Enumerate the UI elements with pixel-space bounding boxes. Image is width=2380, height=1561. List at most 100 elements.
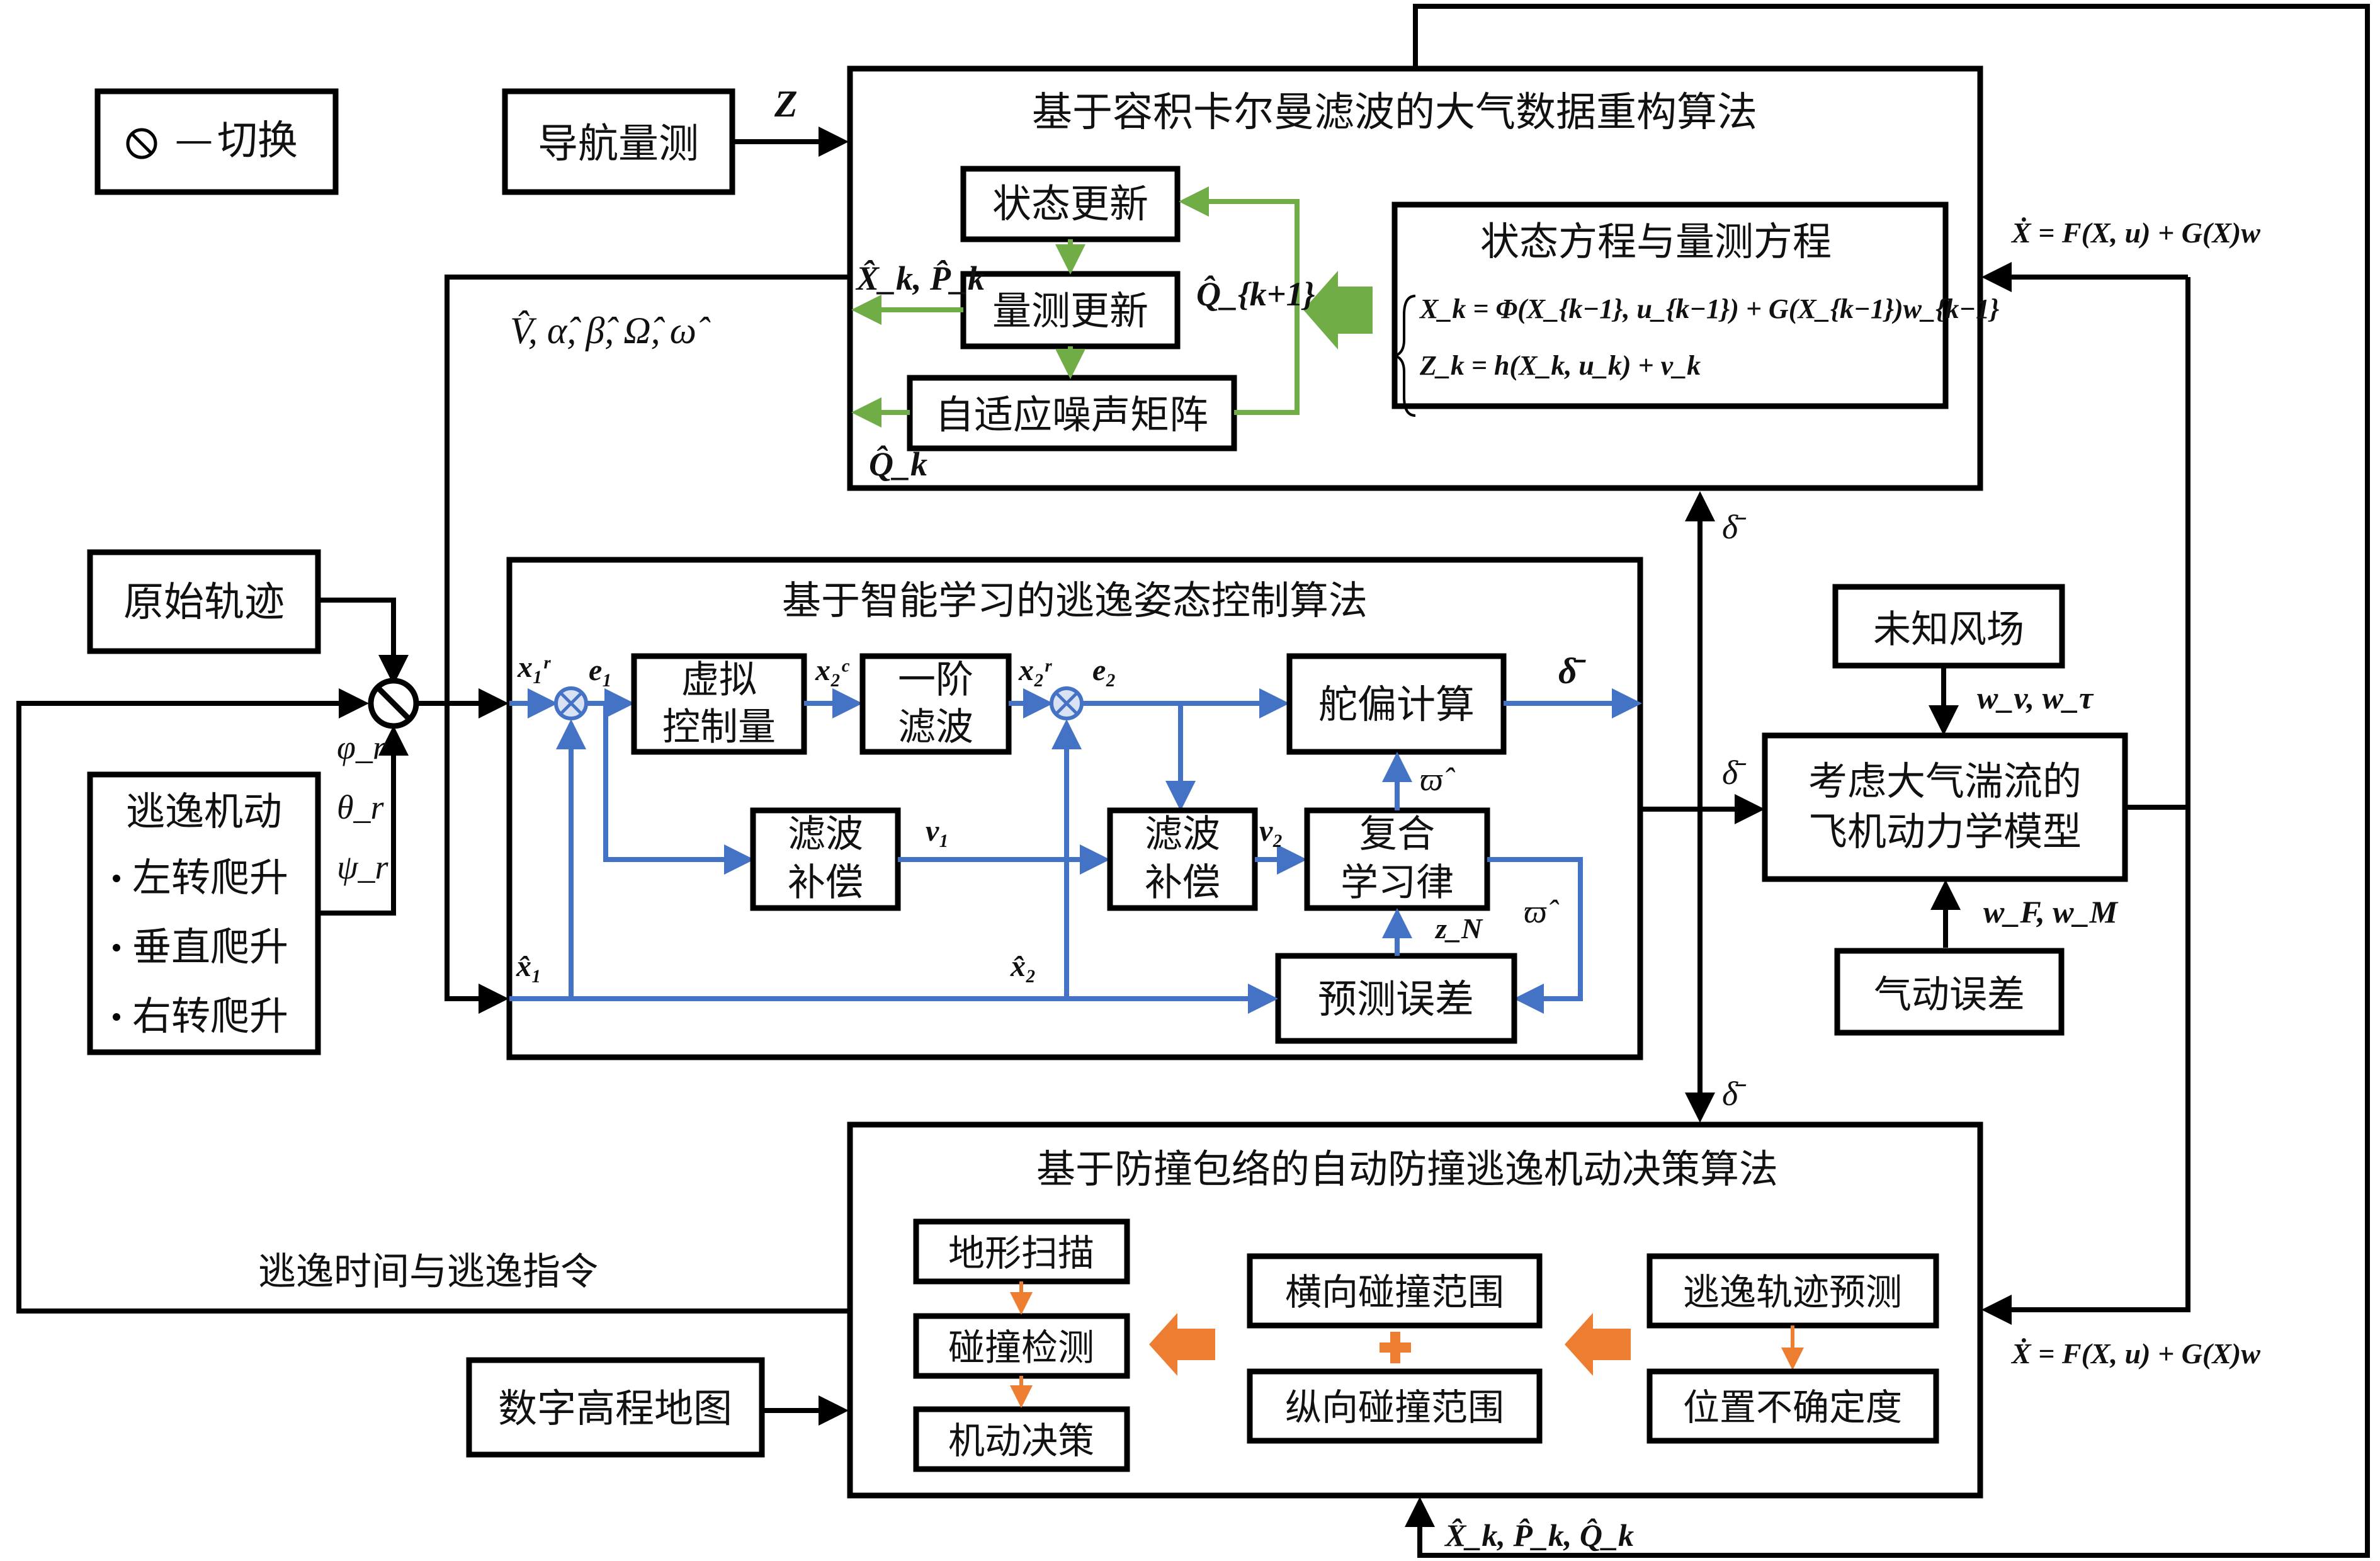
svg-text:未知风场: 未知风场 bbox=[1873, 608, 2024, 652]
orange-panel-title: 基于防撞包络的自动防撞逃逸机动决策算法 bbox=[1036, 1146, 1778, 1192]
legend-dash: — bbox=[175, 118, 213, 162]
trajectory-predict-block: 逃逸轨迹预测 bbox=[1646, 1253, 1939, 1329]
terrain-scan-block: 地形扫描 bbox=[913, 1218, 1130, 1285]
varpi-hat-label-2: ϖ̂ bbox=[1524, 894, 1560, 930]
q-hat-label: Q̂_k bbox=[869, 445, 927, 483]
sum-node-1 bbox=[554, 686, 588, 720]
svg-text:状态更新: 状态更新 bbox=[992, 181, 1148, 227]
svg-text:纵向碰撞范围: 纵向碰撞范围 bbox=[1285, 1386, 1504, 1429]
state-update-block: 状态更新 bbox=[960, 166, 1181, 242]
equations-box: 状态方程与量测方程 X_k = Φ(X_{k−1}, u_{k−1}) + G(… bbox=[1391, 202, 1999, 417]
psi-r-label: ψ_r bbox=[337, 848, 389, 886]
original-trajectory-block: 原始轨迹 bbox=[87, 549, 321, 654]
theta-r-label: θ_r bbox=[337, 788, 385, 826]
x1r-label: x₁ʳ bbox=[517, 650, 552, 684]
x2r-label: x₂ʳ bbox=[1018, 654, 1053, 687]
measurement-equation: Z_k = h(X_k, u_k) + v_k bbox=[1419, 350, 1701, 381]
v2-label: v₂ bbox=[1259, 814, 1283, 848]
q-next-label: Q̂_{k+1} bbox=[1196, 275, 1315, 313]
maneuver-item: 右转爬升 bbox=[132, 993, 288, 1039]
svg-text:控制量: 控制量 bbox=[662, 705, 776, 749]
bottom-feed-label: X̂_k, P̂_k, Q̂_k bbox=[1444, 1518, 1634, 1553]
big-green-arrow-icon bbox=[1303, 271, 1373, 349]
nav-measure-label: 导航量测 bbox=[538, 121, 699, 167]
legend-box: — 切换 bbox=[94, 88, 339, 195]
estimates-label: V̂, α̂, β̂, Ω̂, ω̂ bbox=[510, 310, 711, 351]
big-orange-arrow-icon-2 bbox=[1565, 1313, 1631, 1376]
green-feedback-loop bbox=[1179, 186, 1300, 415]
rudder-calc-block: 舵偏计算 bbox=[1286, 653, 1507, 755]
x2c-label: x₂ᶜ bbox=[815, 654, 850, 687]
aero-error-block: 气动误差 bbox=[1834, 948, 2065, 1036]
nav-measure-block: 导航量测 bbox=[502, 88, 735, 195]
svg-text:飞机动力学模型: 飞机动力学模型 bbox=[1808, 809, 2082, 854]
escape-maneuver-title: 逃逸机动 bbox=[126, 788, 282, 834]
maneuver-decision-block: 机动决策 bbox=[913, 1406, 1130, 1472]
aero-signal-label: w_F, w_M bbox=[1983, 894, 2119, 929]
outer-feedback-loop bbox=[1405, 4, 2370, 1558]
first-order-filter-block: 一阶 滤波 bbox=[859, 653, 1012, 755]
big-orange-arrow-icon-1 bbox=[1149, 1313, 1215, 1376]
adaptive-noise-block: 自适应噪声矩阵 bbox=[907, 375, 1237, 451]
state-eq-upper: Ẋ = F(X, u) + G(X)w bbox=[2010, 217, 2260, 249]
delta-bar-upper-label: δ̄ bbox=[1722, 508, 1747, 546]
estimate-bus-line bbox=[445, 275, 850, 1014]
e1-label: e₁ bbox=[589, 654, 613, 687]
escape-maneuver-block: 逃逸机动 左转爬升 垂直爬升 右转爬升 bbox=[87, 771, 321, 1055]
x2-hat-label: x̂₂ bbox=[1010, 950, 1036, 983]
svg-text:原始轨迹: 原始轨迹 bbox=[123, 579, 285, 626]
sum-node-2 bbox=[1050, 686, 1084, 720]
svg-text:机动决策: 机动决策 bbox=[948, 1419, 1094, 1462]
unknown-wind-block: 未知风场 bbox=[1832, 584, 2065, 669]
position-uncertainty-block: 位置不确定度 bbox=[1646, 1368, 1939, 1444]
prediction-error-block: 预测误差 bbox=[1275, 953, 1517, 1044]
maneuver-item: 左转爬升 bbox=[132, 854, 288, 900]
delta-bar-label: δ̄ bbox=[1558, 650, 1586, 691]
e1-branch-arrow bbox=[603, 703, 754, 875]
escape-command-line bbox=[16, 688, 850, 1314]
delta-bar-lower-label: δ̄ bbox=[1722, 1075, 1747, 1113]
delta-bar-model-label: δ̄ bbox=[1722, 754, 1747, 792]
filter-compensation-block-2: 滤波 补偿 bbox=[1107, 807, 1258, 911]
svg-text:预测误差: 预测误差 bbox=[1318, 976, 1474, 1022]
virtual-control-block: 虚拟 控制量 bbox=[631, 653, 807, 755]
svg-text:滤波: 滤波 bbox=[898, 705, 973, 749]
svg-text:补偿: 补偿 bbox=[788, 861, 863, 905]
svg-text:横向碰撞范围: 横向碰撞范围 bbox=[1285, 1271, 1504, 1314]
aircraft-model-block: 考虑大气湍流的 飞机动力学模型 bbox=[1762, 732, 2128, 882]
state-bus-line bbox=[1981, 277, 2190, 1325]
svg-text:考虑大气湍流的: 考虑大气湍流的 bbox=[1808, 758, 2082, 804]
varpi-hat-label: ϖ̂ bbox=[1420, 762, 1456, 798]
svg-text:滤波: 滤波 bbox=[788, 812, 863, 856]
svg-text:滤波: 滤波 bbox=[1145, 812, 1220, 856]
composite-learning-block: 复合 学习律 bbox=[1304, 807, 1490, 911]
svg-text:舵偏计算: 舵偏计算 bbox=[1318, 681, 1475, 727]
state-eq-lower: Ẋ = F(X, u) + G(X)w bbox=[2010, 1337, 2260, 1370]
svg-text:逃逸轨迹预测: 逃逸轨迹预测 bbox=[1683, 1271, 1902, 1314]
svg-text:碰撞检测: 碰撞检测 bbox=[948, 1326, 1094, 1369]
equations-title: 状态方程与量测方程 bbox=[1480, 219, 1832, 264]
e2-label: e₂ bbox=[1092, 654, 1116, 687]
switch-node[interactable] bbox=[368, 678, 419, 729]
lateral-range-block: 横向碰撞范围 bbox=[1247, 1253, 1543, 1329]
collision-detect-block: 碰撞检测 bbox=[913, 1313, 1130, 1379]
phi-r-label: φ_r bbox=[337, 729, 387, 766]
legend-label: 切换 bbox=[217, 118, 298, 164]
dem-block: 数字高程地图 bbox=[466, 1357, 765, 1458]
z-signal-label: Z bbox=[774, 83, 798, 125]
svg-text:补偿: 补偿 bbox=[1145, 861, 1220, 905]
svg-text:复合: 复合 bbox=[1359, 812, 1435, 856]
zn-label: z_N bbox=[1434, 912, 1483, 945]
plus-icon bbox=[1380, 1332, 1411, 1363]
longitudinal-range-block: 纵向碰撞范围 bbox=[1247, 1368, 1543, 1444]
green-panel-title: 基于容积卡尔曼滤波的大气数据重构算法 bbox=[1032, 89, 1757, 136]
varpi-loop-arrow bbox=[1487, 857, 1583, 1014]
maneuver-arrow bbox=[318, 725, 409, 916]
svg-text:气动误差: 气动误差 bbox=[1874, 973, 2025, 1017]
escape-command-label: 逃逸时间与逃逸指令 bbox=[258, 1250, 598, 1294]
v1-label: v₁ bbox=[926, 814, 949, 848]
svg-text:学习律: 学习律 bbox=[1340, 861, 1454, 905]
filter-compensation-block-1: 滤波 补偿 bbox=[750, 807, 901, 911]
orig-traj-arrow bbox=[318, 598, 409, 685]
